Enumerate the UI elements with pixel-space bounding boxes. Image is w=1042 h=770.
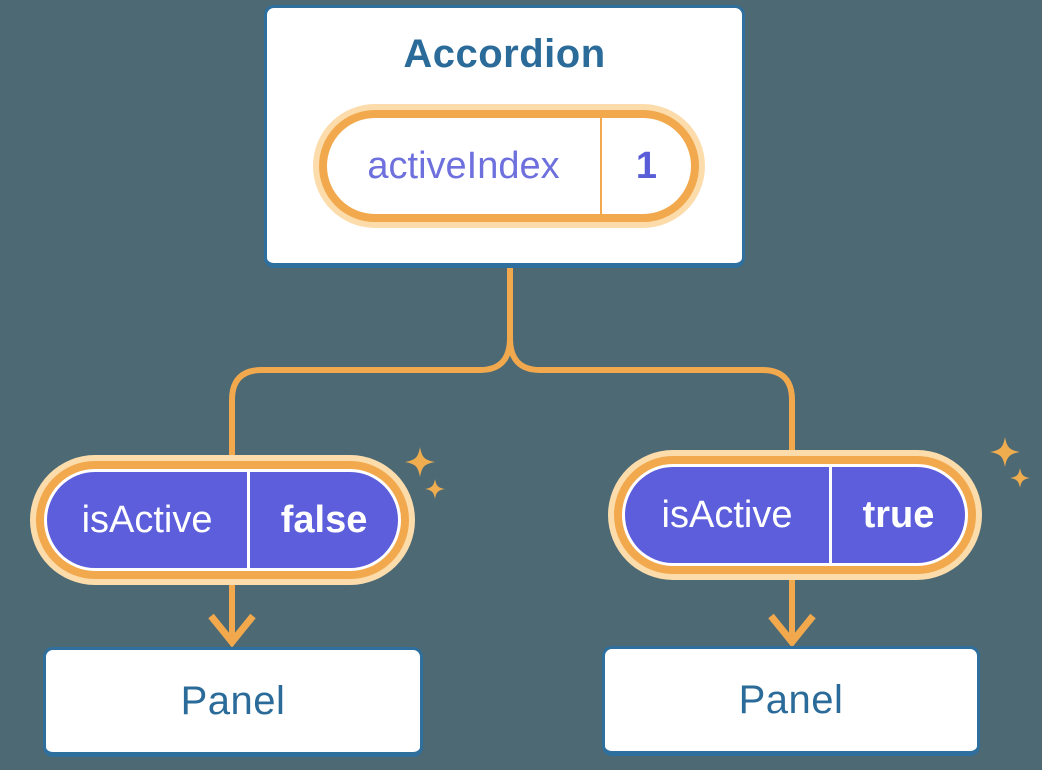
prop-pill-label: isActive: [81, 498, 213, 541]
connector-line-left: [229, 268, 513, 640]
sparkle-icon: [425, 479, 445, 499]
prop-pill-left-body: isActive false: [47, 472, 398, 568]
panel-title: Panel: [180, 678, 286, 723]
arrowhead-icon: [768, 613, 816, 648]
connector-line-right: [507, 268, 795, 640]
state-pill: activeIndex 1: [319, 110, 699, 222]
prop-pill-right-body: isActive true: [625, 467, 965, 563]
prop-pill-value: true: [862, 493, 935, 536]
sparkle-icon: [990, 437, 1020, 467]
accordion-title: Accordion: [403, 32, 606, 76]
state-pill-value: 1: [635, 144, 658, 187]
pill-separator: [247, 472, 251, 568]
prop-pill-right: isActive true: [614, 456, 976, 574]
prop-pill-value: false: [280, 498, 368, 541]
sparkle-icon: [405, 447, 435, 477]
sparkle-icon: [1010, 468, 1030, 488]
arrowhead-icon: [208, 613, 256, 648]
prop-pill-left: isActive false: [36, 461, 409, 579]
panel-title: Panel: [738, 677, 844, 722]
pill-separator: [829, 467, 832, 563]
panel-node-right: Panel: [602, 646, 980, 756]
pill-separator: [600, 118, 602, 214]
panel-node-left: Panel: [43, 647, 423, 757]
state-pill-label: activeIndex: [367, 144, 560, 187]
prop-pill-label: isActive: [661, 493, 793, 536]
